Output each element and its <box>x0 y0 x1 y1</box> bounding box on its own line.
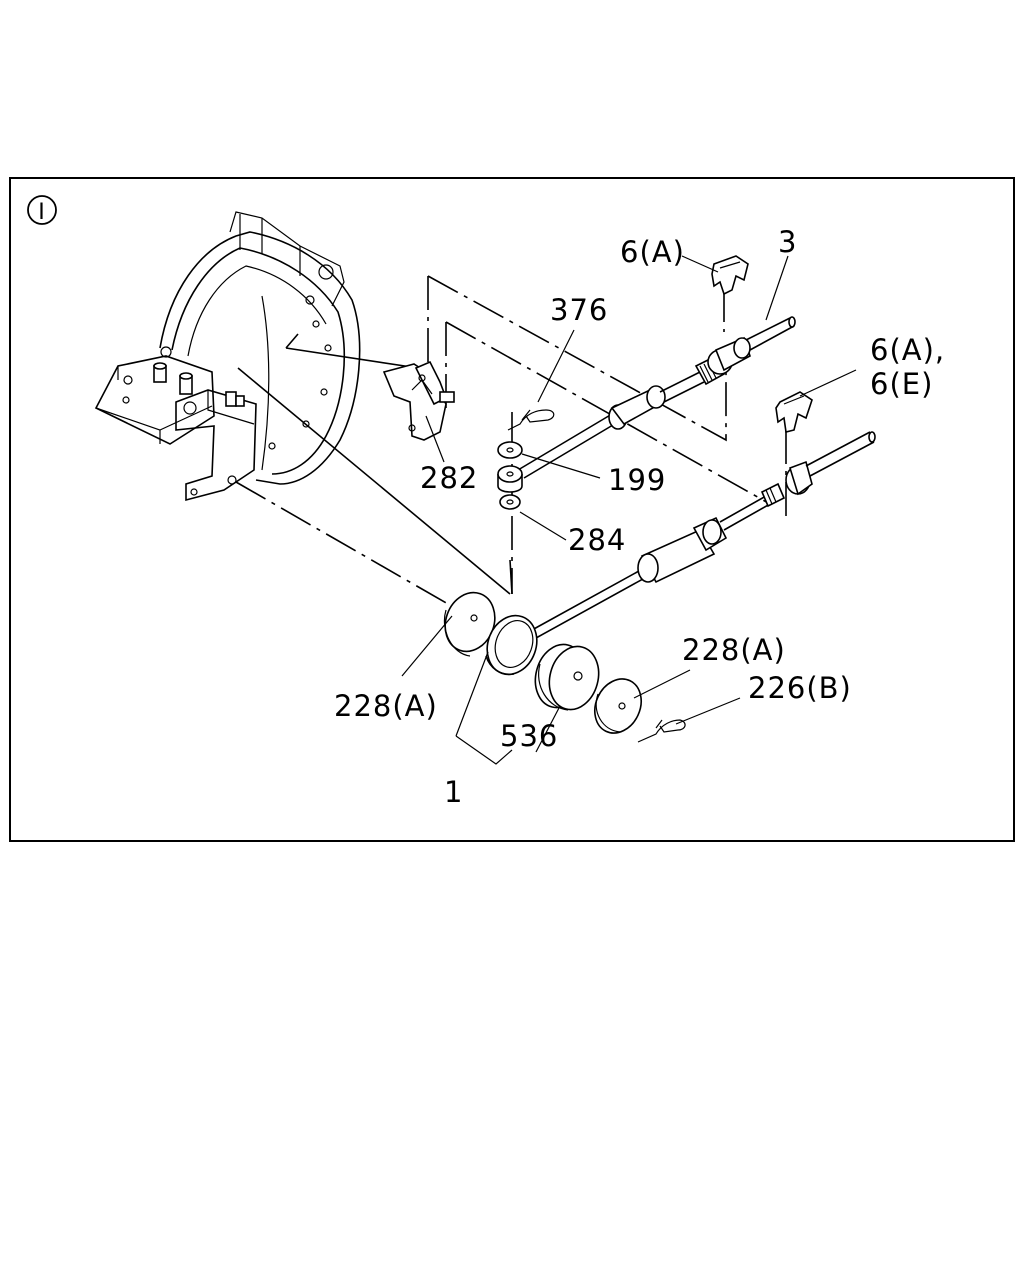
label-282: 282 <box>420 461 478 495</box>
part-labels: 6(A) 3 376 6(A), 6(E) 282 199 284 228(A)… <box>334 225 945 809</box>
diagram-frame <box>9 177 1015 842</box>
label-6a-top: 6(A) <box>620 235 685 269</box>
disc-part-228a-right <box>594 678 642 734</box>
label-3: 3 <box>778 225 797 259</box>
view-marker-label: I <box>38 200 46 225</box>
clip-part-6a-top <box>711 255 749 296</box>
label-228a-right: 228(A) <box>682 633 786 667</box>
label-6e-right: 6(E) <box>870 367 933 401</box>
label-536: 536 <box>500 719 558 753</box>
label-1: 1 <box>444 775 463 809</box>
label-284: 284 <box>568 523 626 557</box>
lower-cable-part-1 <box>531 431 876 639</box>
label-199: 199 <box>608 463 666 497</box>
transmission-housing <box>94 211 361 502</box>
label-226b: 226(B) <box>748 671 852 705</box>
label-6a-right: 6(A), <box>870 333 945 367</box>
label-228a-left: 228(A) <box>334 689 438 723</box>
view-marker: I <box>27 195 57 225</box>
clip-part-6a-6e-right <box>775 391 813 433</box>
leader-lines <box>401 255 857 765</box>
upper-cable-part-3 <box>517 316 796 479</box>
pin-part-376 <box>507 409 555 431</box>
ring-part-536 <box>485 614 538 676</box>
bracket-part-282 <box>382 360 455 441</box>
washer-group-199-284 <box>497 441 523 510</box>
pin-part-226b <box>637 719 686 743</box>
bushing-part <box>534 643 600 711</box>
label-376: 376 <box>550 293 608 327</box>
